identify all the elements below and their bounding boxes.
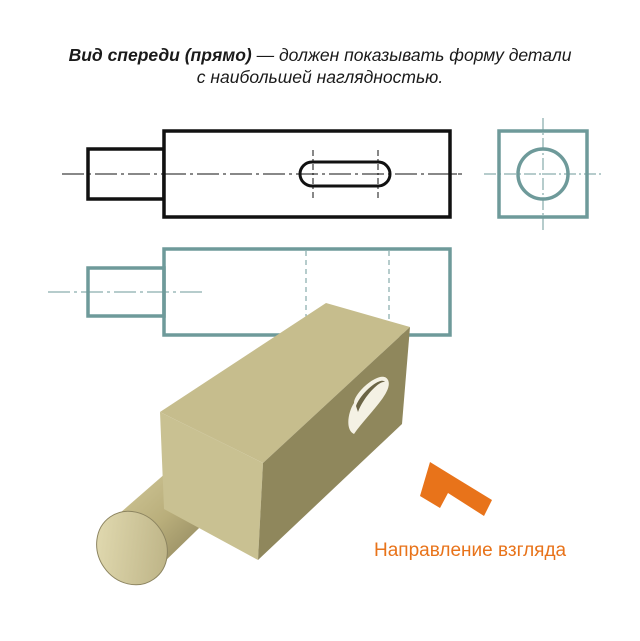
front-view-slot [298, 160, 392, 188]
view-direction-caption: Направление взгляда [374, 540, 567, 561]
side-view-outline [497, 129, 589, 219]
view-direction-arrow [420, 462, 492, 516]
title-bold: Вид спереди (прямо) [68, 45, 252, 65]
title-rest: — должен показывать форму детали [251, 45, 572, 65]
title-line2: с наибольшей наглядностью. [196, 67, 444, 87]
part-top-face [160, 303, 410, 463]
front-view [62, 129, 462, 219]
part-3d [96, 303, 410, 586]
part-slot [348, 376, 389, 434]
side-view-circle [516, 147, 570, 201]
side-view [484, 118, 602, 232]
part-shaft-cap [96, 510, 168, 586]
diagram-title: Вид спереди (прямо) — должен показывать … [20, 44, 620, 88]
part-front-face [160, 412, 263, 560]
